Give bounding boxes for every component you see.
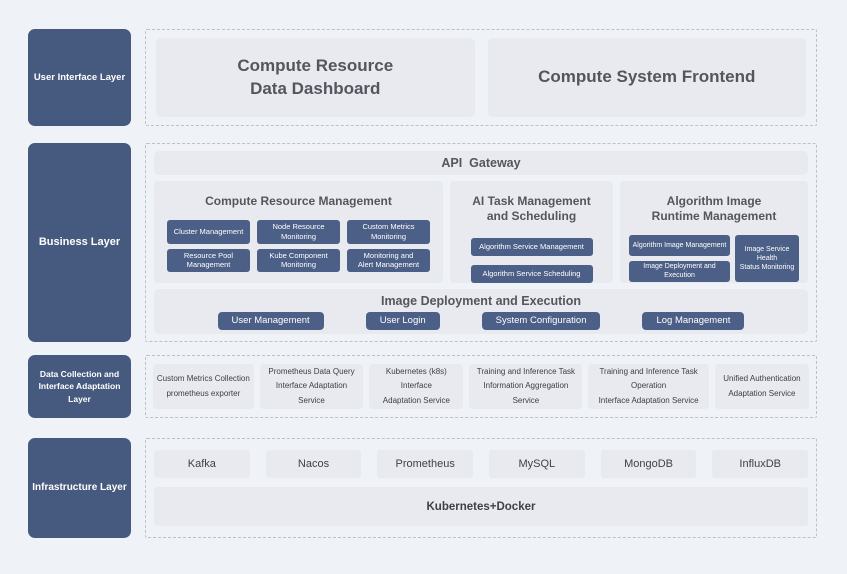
node-resource-monitoring-chip: Node Resource Monitoring — [257, 220, 340, 244]
compute-resource-management-module: Compute Resource Management Cluster Mana… — [154, 180, 443, 283]
user-login-chip: User Login — [365, 311, 440, 331]
unified-authentication-box: Unified Authentication Adaptation Servic… — [714, 364, 809, 409]
data-collection-layer-row: Data Collection and Interface Adaptation… — [28, 355, 817, 418]
cluster-management-chip: Cluster Management — [167, 220, 250, 244]
image-deployment-execution-title: Image Deployment and Execution — [380, 293, 582, 308]
algorithm-image-runtime-module: Algorithm Image Runtime Management Algor… — [620, 180, 808, 283]
custom-metrics-collection-box: Custom Metrics Collection prometheus exp… — [153, 364, 254, 409]
custom-metrics-monitoring-chip: Custom Metrics Monitoring — [347, 220, 430, 244]
infrastructure-layer-label: Infrastructure Layer — [28, 438, 131, 538]
mysql-box: MySQL — [489, 450, 585, 478]
kubernetes-interface-adaptation-box: Kubernetes (k8s) Interface Adaptation Se… — [369, 364, 464, 409]
ai-task-management-module: AI Task Management and Scheduling Algori… — [450, 180, 613, 283]
api-gateway-bar: API Gateway — [154, 151, 808, 175]
user-interface-layer-row: User Interface Layer Compute Resource Da… — [28, 29, 817, 126]
image-deployment-execution-chip: Image Deployment and Execution — [629, 260, 730, 282]
ai-task-management-chips: Algorithm Service Management Algorithm S… — [450, 237, 613, 283]
user-interface-layer-label: User Interface Layer — [28, 29, 131, 126]
user-management-chip: User Management — [217, 311, 324, 331]
system-configuration-chip: System Configuration — [481, 311, 601, 331]
influxdb-box: InfluxDB — [712, 450, 809, 478]
image-deployment-execution-chips: User Management User Login System Config… — [154, 311, 808, 331]
algorithm-image-runtime-chips: Algorithm Image Management Image Service… — [629, 234, 799, 282]
business-layer-label: Business Layer — [28, 143, 131, 342]
kube-component-monitoring-chip: Kube Component Monitoring — [257, 248, 340, 273]
algorithm-service-management-chip: Algorithm Service Management — [470, 237, 593, 256]
training-inference-operation-box: Training and Inference Task Operation In… — [588, 364, 709, 409]
log-management-chip: Log Management — [642, 311, 745, 331]
compute-resource-data-dashboard-box: Compute Resource Data Dashboard — [156, 38, 475, 117]
kafka-box: Kafka — [154, 450, 250, 478]
compute-resource-management-chips: Cluster Management Node Resource Monitor… — [167, 220, 430, 273]
business-layer-row: Business Layer API Gateway Compute Resou… — [28, 143, 817, 342]
compute-resource-management-title: Compute Resource Management — [205, 193, 392, 208]
data-collection-layer-container: Custom Metrics Collection prometheus exp… — [145, 355, 817, 418]
infrastructure-tech-row: Kafka Nacos Prometheus MySQL MongoDB Inf… — [154, 450, 809, 478]
business-layer-container: API Gateway Compute Resource Management … — [145, 143, 817, 342]
infrastructure-layer-row: Infrastructure Layer Kafka Nacos Prometh… — [28, 438, 817, 538]
monitoring-alert-management-chip: Monitoring and Alert Management — [347, 248, 430, 273]
prometheus-data-query-box: Prometheus Data Query Interface Adaptati… — [259, 364, 364, 409]
mongodb-box: MongoDB — [600, 450, 697, 478]
image-deployment-execution-module: Image Deployment and Execution User Mana… — [154, 288, 808, 334]
algorithm-service-scheduling-chip: Algorithm Service Scheduling — [470, 264, 593, 283]
kubernetes-docker-bar: Kubernetes+Docker — [154, 487, 808, 526]
ai-task-management-title: AI Task Management and Scheduling — [472, 193, 591, 224]
user-interface-layer-container: Compute Resource Data Dashboard Compute … — [145, 29, 817, 126]
training-inference-aggregation-box: Training and Inference Task Information … — [469, 364, 583, 409]
algorithm-image-management-chip: Algorithm Image Management — [629, 234, 730, 256]
resource-pool-management-chip: Resource Pool Management — [167, 248, 250, 273]
infrastructure-layer-container: Kafka Nacos Prometheus MySQL MongoDB Inf… — [145, 438, 817, 538]
data-collection-layer-label: Data Collection and Interface Adaptation… — [28, 355, 131, 418]
nacos-box: Nacos — [265, 450, 362, 478]
compute-system-frontend-box: Compute System Frontend — [487, 38, 806, 117]
business-columns: Compute Resource Management Cluster Mana… — [154, 180, 808, 283]
image-service-health-monitoring-chip: Image Service Health Status Monitoring — [735, 234, 799, 282]
prometheus-box: Prometheus — [377, 450, 474, 478]
algorithm-image-runtime-title: Algorithm Image Runtime Management — [651, 193, 777, 224]
